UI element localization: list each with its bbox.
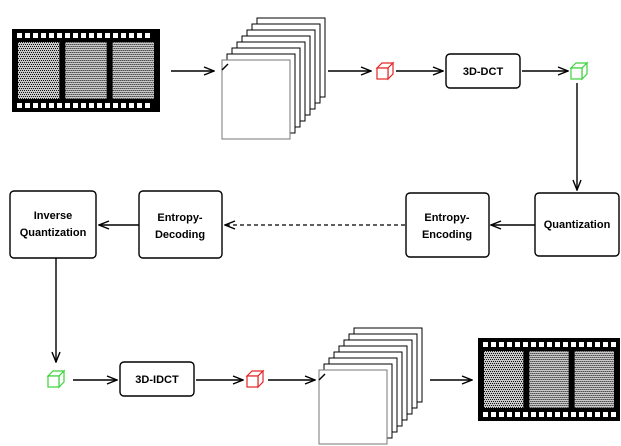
reconstructed-block-cube-icon bbox=[245, 369, 265, 389]
frame-stack-icon bbox=[318, 327, 423, 445]
quantization-node: Quantization bbox=[534, 192, 620, 257]
input-block-cube-icon bbox=[375, 61, 395, 81]
input-video-film-strip-icon bbox=[12, 29, 160, 112]
dct-label: 3D-DCT bbox=[463, 66, 504, 78]
entropy-decoding-node: Entropy- Decoding bbox=[138, 190, 223, 259]
inverse-quantization-node: Inverse Quantization bbox=[9, 190, 97, 259]
entropy-decoding-label-line2: Decoding bbox=[155, 229, 205, 241]
inverse-quantization-label-line1: Inverse bbox=[34, 210, 73, 222]
output-video-film-strip-icon bbox=[478, 338, 620, 421]
frame-stack-icon bbox=[221, 17, 326, 140]
entropy-encoding-node: Entropy- Encoding bbox=[405, 192, 490, 258]
idct-label: 3D-IDCT bbox=[135, 374, 179, 386]
entropy-decoding-label-line1: Entropy- bbox=[157, 212, 203, 224]
inverse-quantization-label-line2: Quantization bbox=[20, 227, 87, 239]
coefficient-block-cube-icon bbox=[569, 61, 589, 81]
dct-node: 3D-DCT bbox=[445, 53, 521, 89]
idct-node: 3D-IDCT bbox=[119, 361, 195, 397]
entropy-encoding-label-line2: Encoding bbox=[422, 229, 472, 241]
entropy-encoding-label-line1: Entropy- bbox=[424, 212, 470, 224]
quantization-label: Quantization bbox=[544, 219, 611, 231]
coefficient-block-cube-icon bbox=[46, 369, 66, 389]
